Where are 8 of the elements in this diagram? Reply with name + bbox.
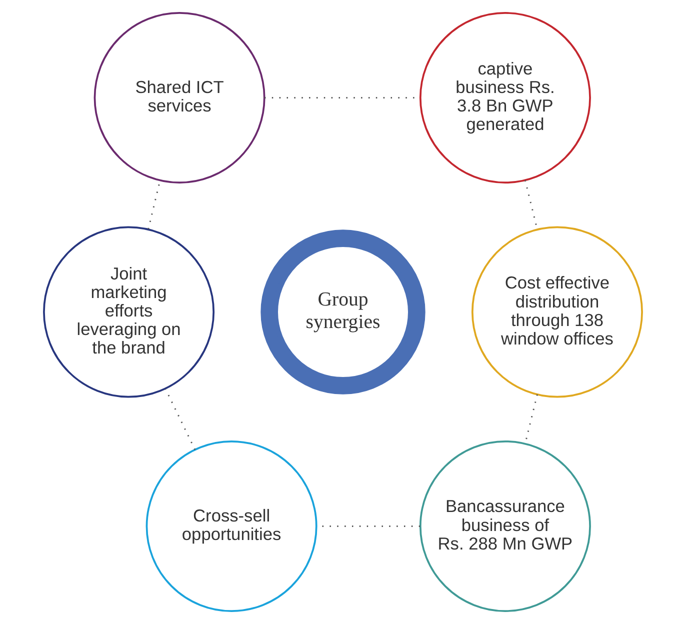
node-circle: Shared ICT services xyxy=(94,12,266,184)
connector xyxy=(164,388,196,450)
node-circle: Group synergies xyxy=(260,230,426,394)
node-circle: Cross-sell opportunities xyxy=(146,440,318,612)
node-circle: Bancassurance business of Rs. 288 Mn GWP xyxy=(419,440,591,612)
node-circle: captive business Rs. 3.8 Bn GWP generated xyxy=(419,12,591,184)
node-circle: Cost effective distribution through 138 window offices xyxy=(471,226,643,398)
node-circle: Joint marketing efforts leveraging on the brand xyxy=(43,226,215,398)
